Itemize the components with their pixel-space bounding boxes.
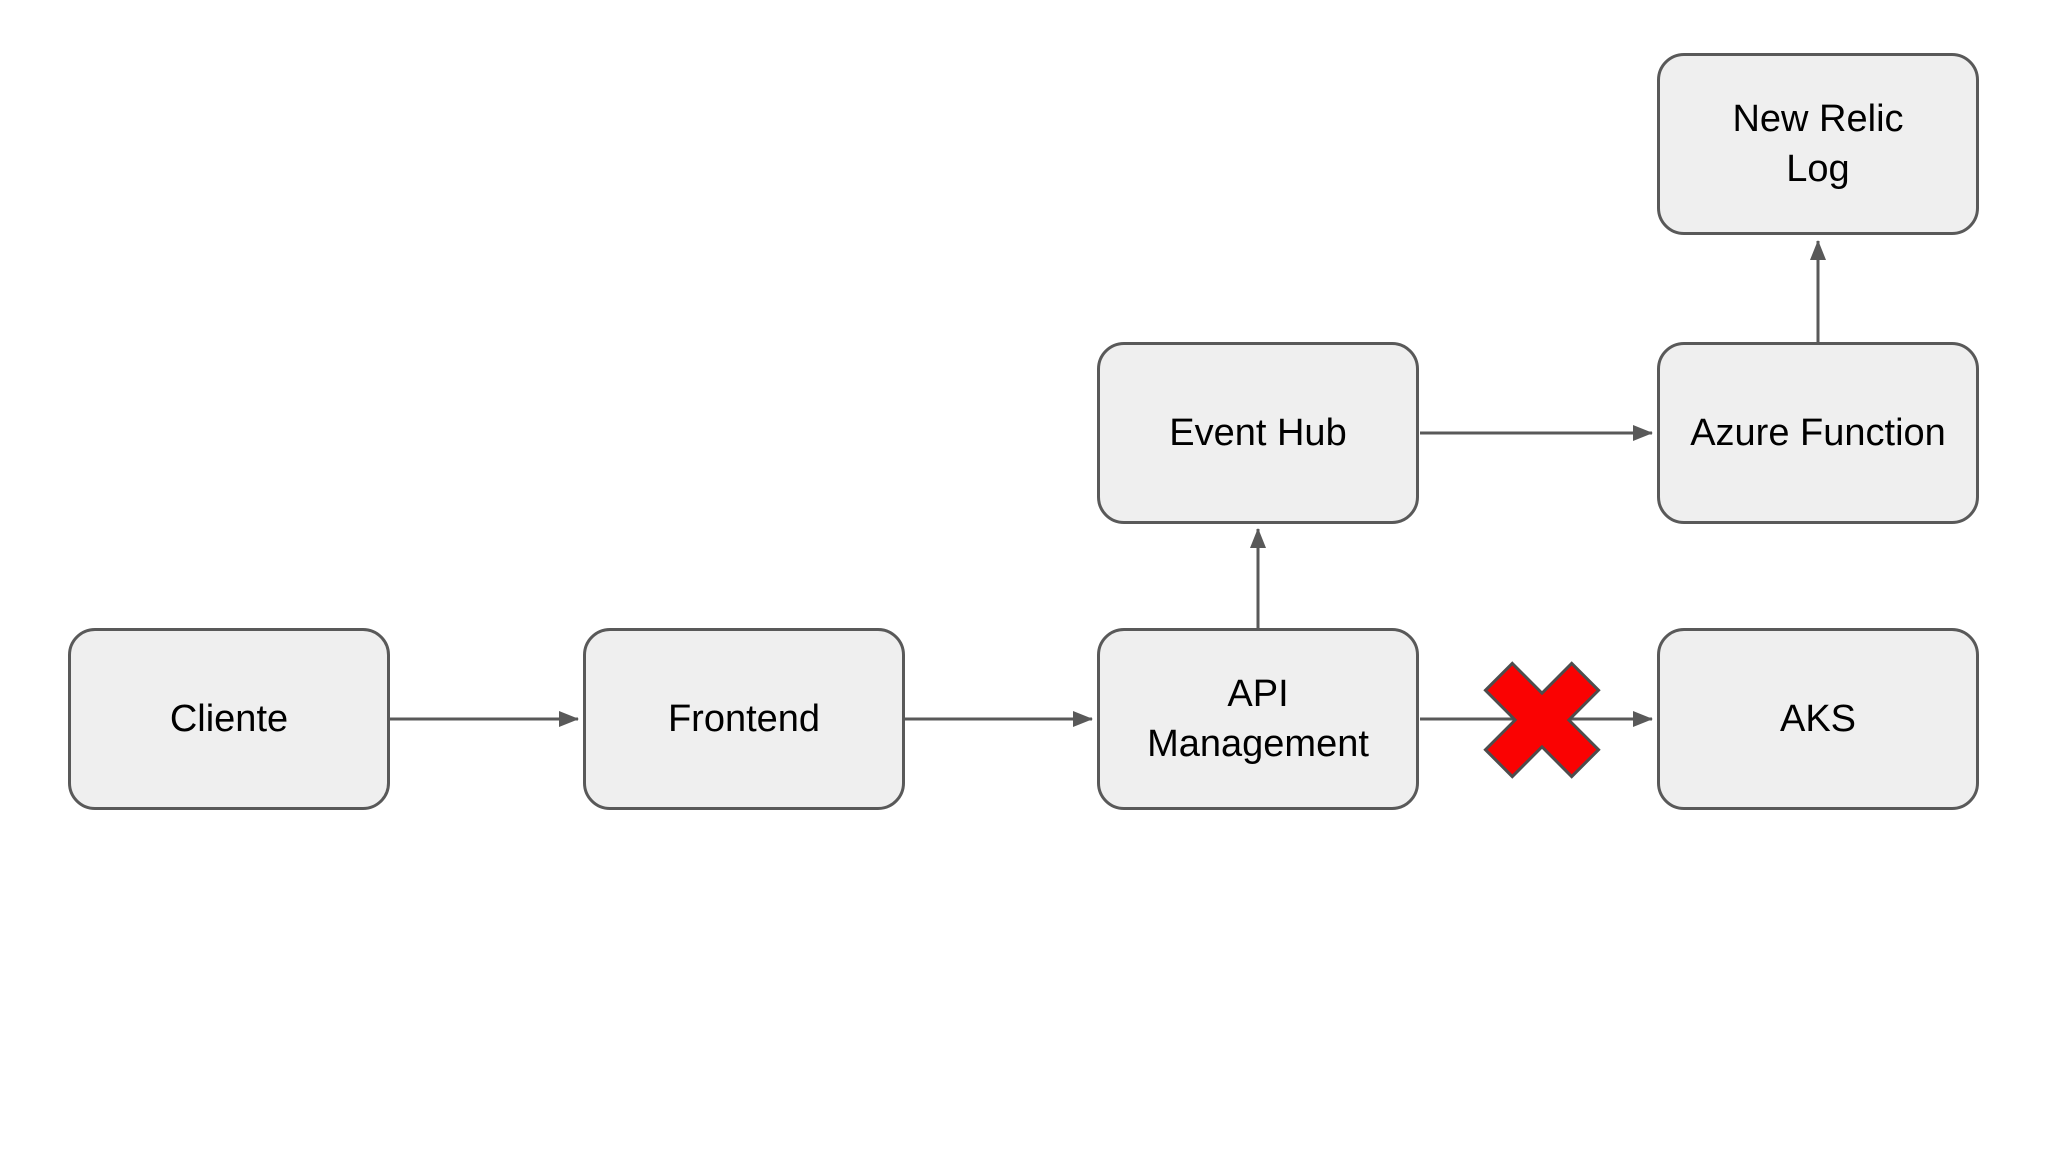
- node-event-hub[interactable]: Event Hub: [1097, 342, 1419, 524]
- node-frontend-label: Frontend: [667, 698, 821, 740]
- node-new-relic-log[interactable]: New Relic Log: [1657, 53, 1979, 235]
- error-x-icon: [1483, 661, 1601, 779]
- node-api-management-label: API Management: [1147, 673, 1369, 765]
- node-api-management[interactable]: API Management: [1097, 628, 1419, 810]
- node-aks-label: AKS: [1779, 698, 1857, 740]
- node-azure-function-label: Azure Function: [1690, 412, 1946, 454]
- node-frontend[interactable]: Frontend: [583, 628, 905, 810]
- node-event-hub-label: Event Hub: [1169, 412, 1347, 454]
- node-aks[interactable]: AKS: [1657, 628, 1979, 810]
- node-new-relic-log-label: New Relic Log: [1732, 98, 1904, 190]
- node-cliente[interactable]: Cliente: [68, 628, 390, 810]
- node-azure-function[interactable]: Azure Function: [1657, 342, 1979, 524]
- node-cliente-label: Cliente: [169, 698, 289, 740]
